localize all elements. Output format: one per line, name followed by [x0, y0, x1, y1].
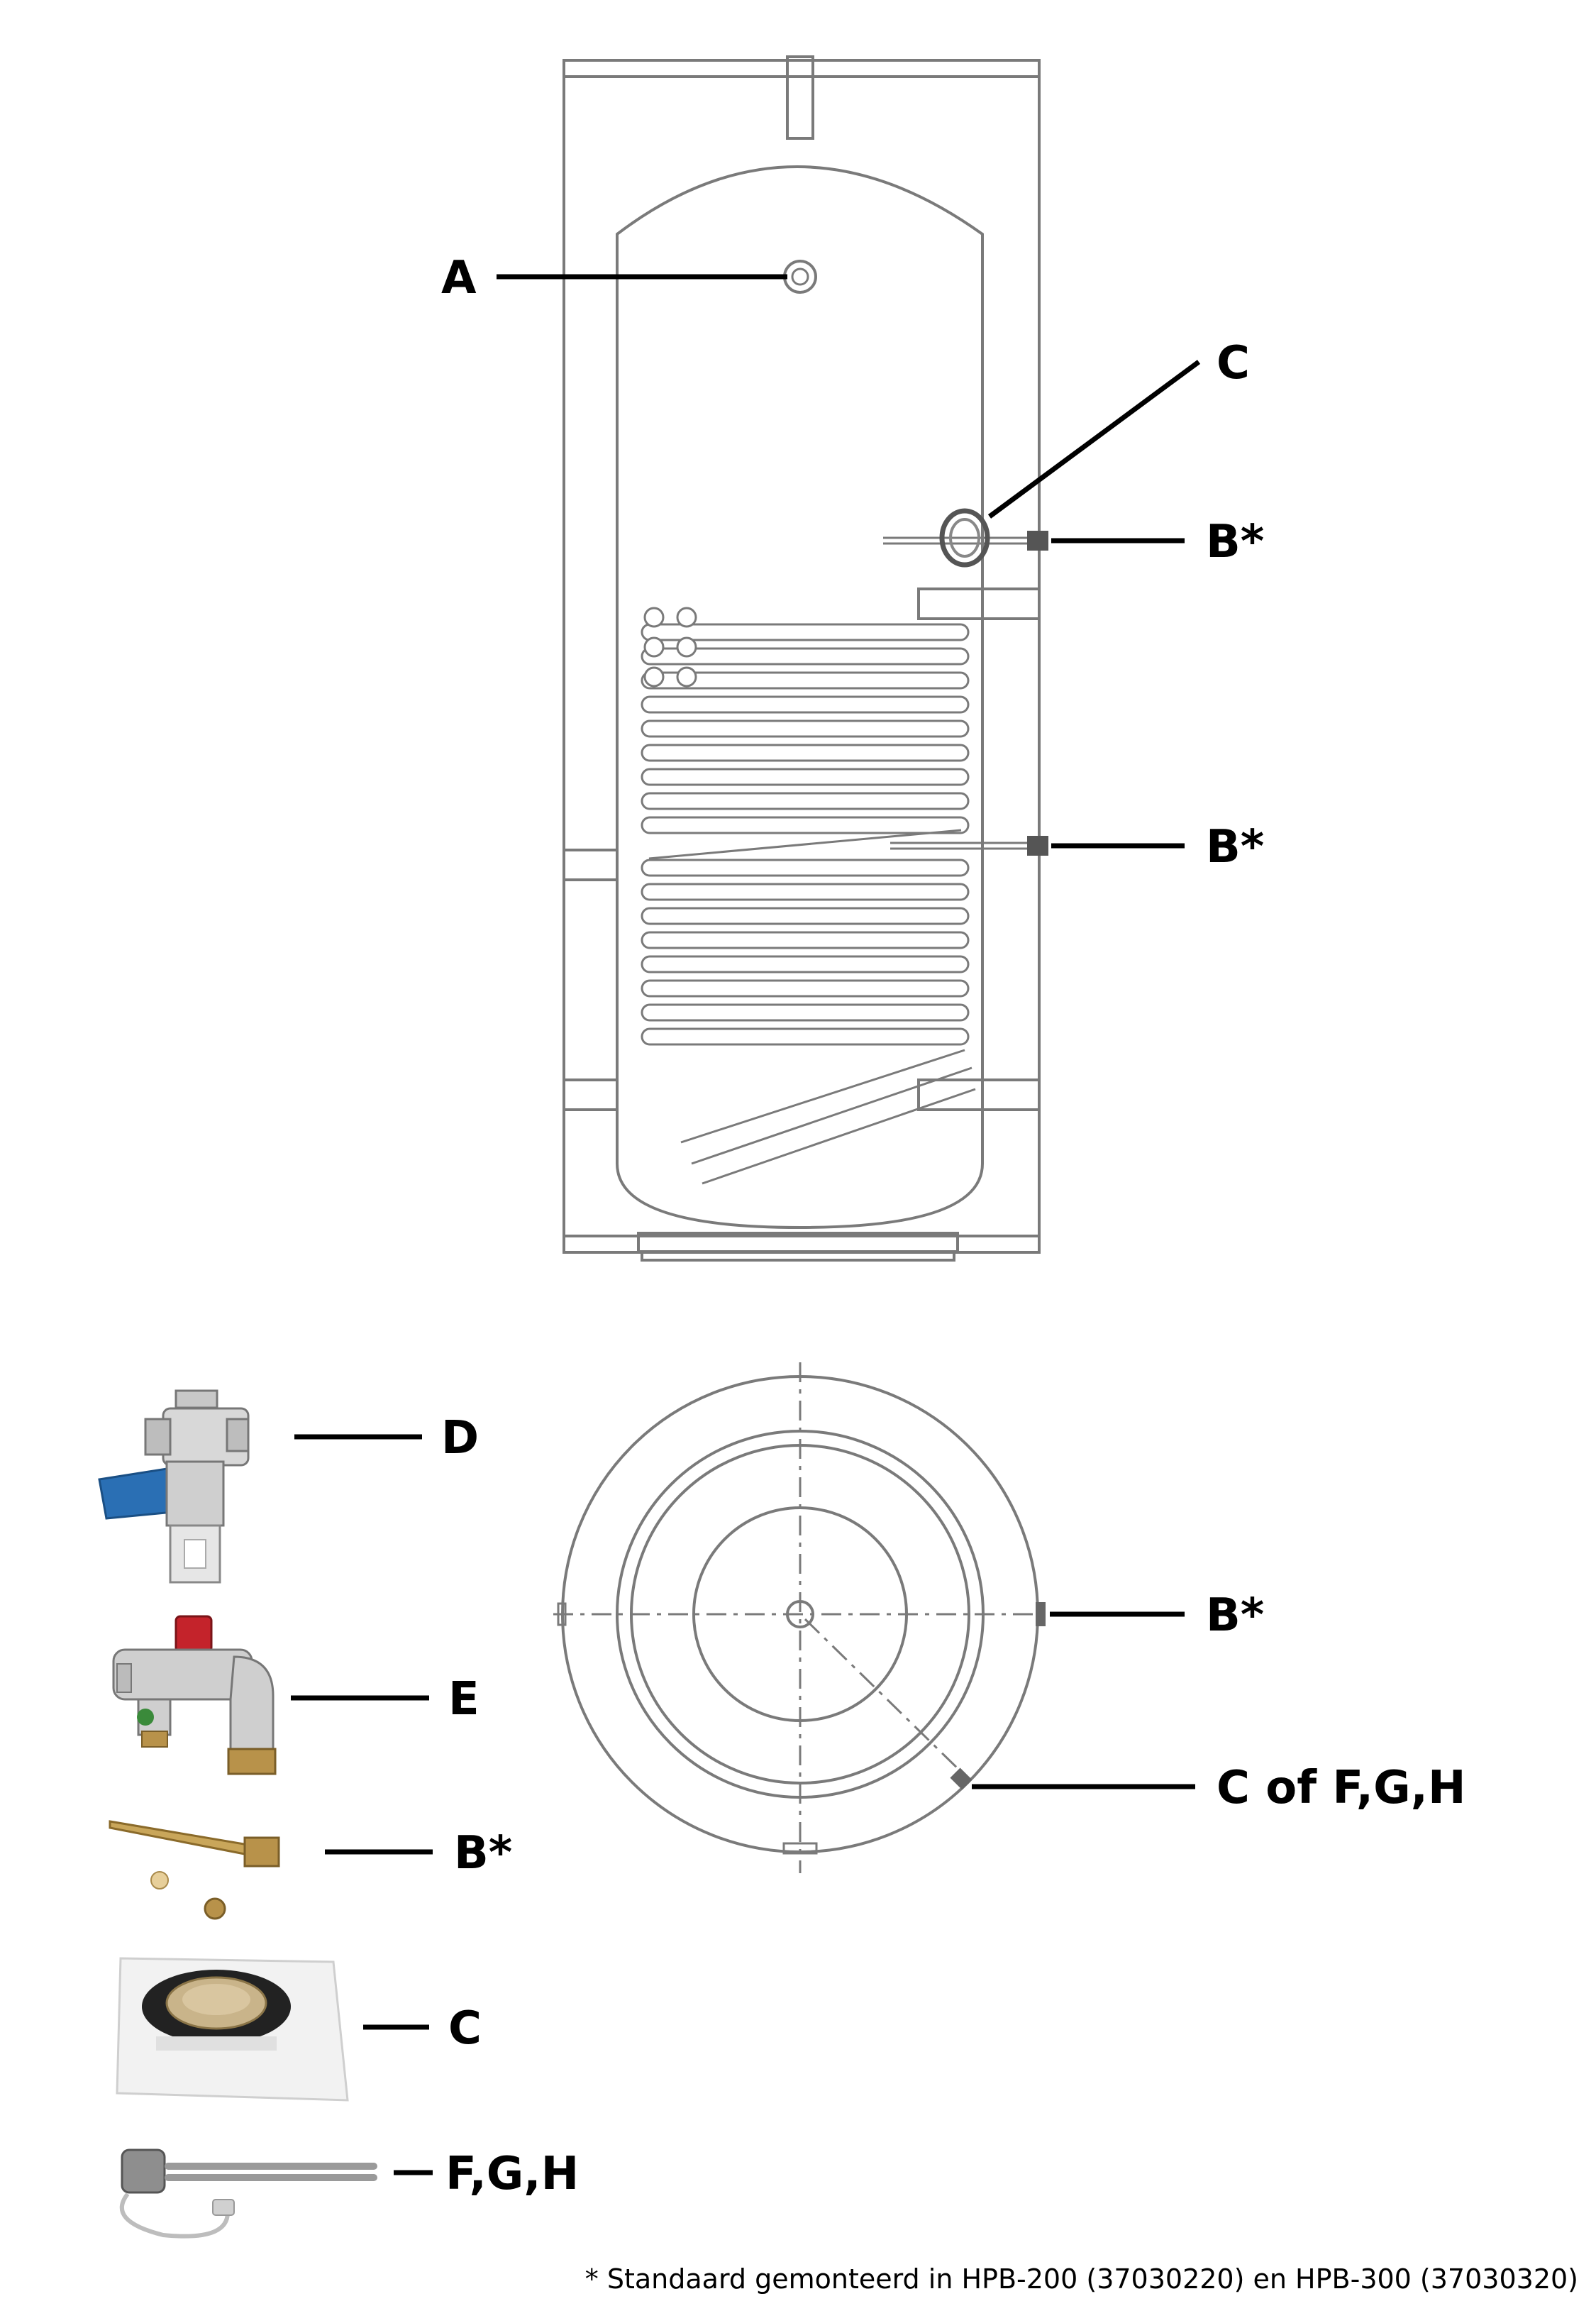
part-b-sensor-pocket-icon: [109, 1820, 280, 1920]
tank-top-view: [553, 1362, 1048, 1873]
label-b-top: B*: [1206, 516, 1264, 568]
part-fgh-heater-icon: [119, 2148, 377, 2239]
label-b-mid: B*: [1206, 821, 1264, 873]
label-c-part: C: [448, 2002, 482, 2055]
part-e-mixing-valve-icon: [112, 1615, 277, 1775]
label-d: D: [441, 1412, 479, 1464]
part-c-anode-icon: [116, 1957, 349, 2102]
label-c-top: C: [1217, 337, 1250, 390]
part-d-safety-valve-icon: [98, 1389, 250, 1584]
tank-front-view: [563, 55, 1048, 1262]
label-e: E: [448, 1673, 480, 1726]
label-c-circle: C of F,G,H: [1217, 1762, 1466, 1814]
anode-ring-icon: [939, 508, 990, 568]
label-b-circle: B*: [1206, 1589, 1264, 1642]
label-fgh-part: F,G,H: [445, 2148, 579, 2200]
footnote: * Standaard gemonteerd in HPB-200 (37030…: [585, 2263, 1578, 2295]
sensor-rod-top: [883, 531, 1048, 551]
sensor-a-icon: [783, 260, 817, 294]
label-a: A: [441, 252, 477, 304]
label-b-part: B*: [454, 1827, 512, 1880]
sensor-rod-mid: [890, 836, 1048, 856]
heating-coil: [641, 607, 976, 1185]
